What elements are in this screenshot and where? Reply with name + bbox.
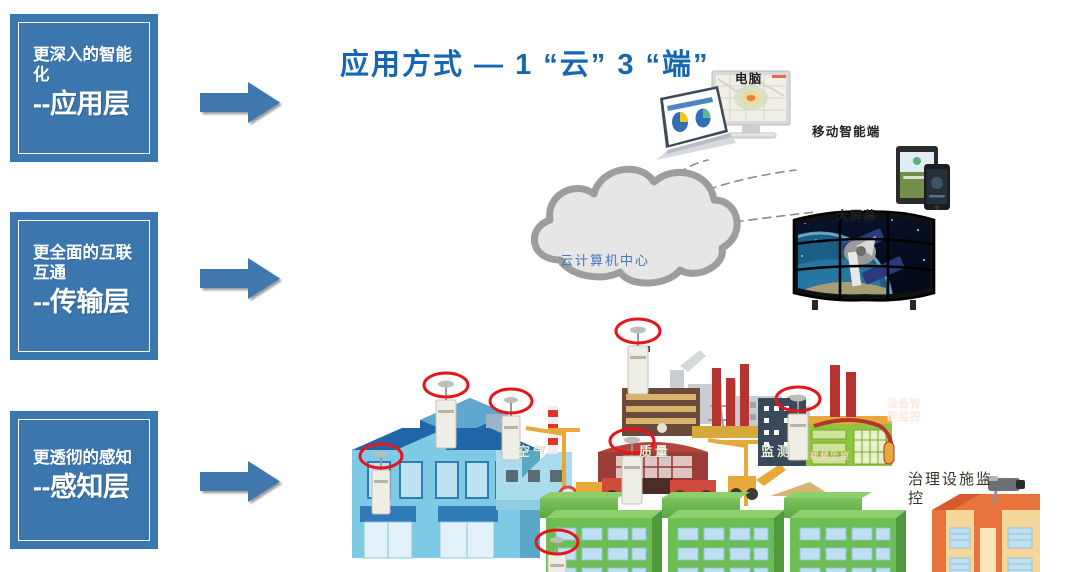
- sensor-highlight-ellipse: [614, 317, 662, 345]
- smart-city-illustration: [352, 317, 1040, 572]
- green-building-air: [540, 492, 662, 572]
- industrial-plant-right: [758, 365, 895, 466]
- arrow-transport-layer: [200, 258, 284, 304]
- layer-card-perception[interactable]: 更透彻的感知 --感知层: [10, 411, 158, 549]
- green-building-monitor: [784, 492, 906, 572]
- orange-video-building: [932, 476, 1040, 572]
- video-wall-icon: [792, 210, 936, 310]
- building-label-quality: 质量: [639, 444, 672, 459]
- layer-subtitle-perception: 更透彻的感知: [33, 449, 132, 467]
- device-label-bigscreen: 大屏幕: [836, 209, 878, 223]
- air-quality-sensor-icon: [547, 537, 567, 572]
- desktop-monitor-icon: [711, 70, 791, 139]
- arrow-perception-layer: [200, 461, 284, 507]
- air-quality-sensor-icon: [627, 326, 649, 395]
- layer-card-transport[interactable]: 更全面的互联互通 --传输层: [10, 212, 158, 360]
- building-label-equipment-monitoring: 设备智能监控: [886, 398, 922, 423]
- building-label-video-monitoring: 视频监控: [810, 451, 851, 461]
- layer-subtitle-transport: 更全面的互联互通: [33, 244, 132, 282]
- cloud-topology-illustration: [531, 70, 950, 310]
- layer-card-application[interactable]: 更深入的智能化 --应用层: [10, 14, 158, 162]
- sensor-stations: [358, 317, 822, 572]
- cloud-center-label: 云计算机中心: [560, 253, 651, 268]
- tablet-phone-icon: [896, 146, 950, 210]
- page-title: 应用方式 — 1 “云” 3 “端”: [340, 49, 710, 81]
- layer-card-inner-border: 更透彻的感知 --感知层: [18, 419, 150, 541]
- laptop-icon: [656, 86, 736, 160]
- layer-card-inner-border: 更全面的互联互通 --传输层: [18, 220, 150, 352]
- sensor-highlight-ellipse: [422, 371, 470, 399]
- building-label-treatment-facility: 治理设施监控: [908, 471, 994, 507]
- sensor-highlight-ellipse: [774, 385, 822, 413]
- sensor-highlight-ellipse: [534, 528, 580, 556]
- device-label-mobile: 移动智能端: [812, 125, 881, 139]
- sensor-highlight-ellipse: [608, 427, 656, 455]
- sensor-highlight-ellipse: [488, 387, 534, 415]
- air-quality-sensor-icon: [435, 380, 457, 449]
- device-label-computer: 电脑: [735, 72, 763, 86]
- layer-title-transport: --传输层: [33, 287, 130, 317]
- cloud-shape: [531, 165, 741, 287]
- layer-subtitle-application: 更深入的智能化: [33, 46, 132, 84]
- layer-title-application: --应用层: [33, 89, 130, 119]
- air-quality-sensor-icon: [621, 436, 643, 505]
- building-label-monitor: 监测: [761, 444, 794, 459]
- layer-card-inner-border: 更深入的智能化 --应用层: [18, 22, 150, 154]
- air-quality-sensor-icon: [371, 451, 391, 515]
- green-building-quality: [662, 492, 784, 572]
- arrow-application-layer: [200, 82, 284, 128]
- cctv-camera-icon: [984, 476, 1025, 505]
- building-label-air: 空气: [517, 444, 550, 459]
- sensor-highlight-ellipse: [358, 442, 404, 470]
- layer-title-perception: --感知层: [33, 472, 130, 502]
